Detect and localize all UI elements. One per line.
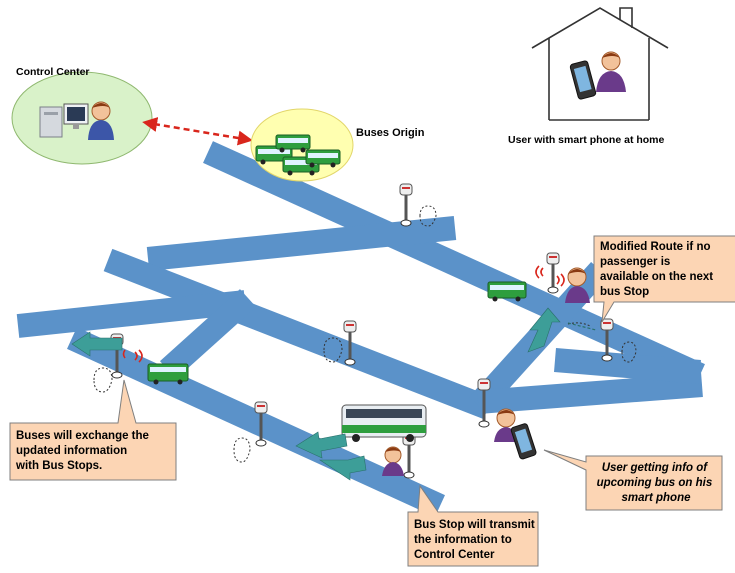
bus-stop-icon	[546, 252, 560, 294]
road-main-diagonal	[203, 141, 705, 386]
bus-icon	[275, 134, 311, 153]
bus-stop-icon	[477, 378, 491, 428]
phone-user-icon	[494, 408, 518, 442]
callout-bus-stop-transmit	[407, 484, 539, 567]
arrow-reroute-icon	[527, 307, 561, 353]
large-bus-icon	[341, 404, 427, 442]
home-user-icon	[596, 51, 626, 92]
bus-stop-icon	[600, 318, 614, 362]
waiting-passenger-icon	[565, 267, 590, 303]
callout-buses-exchange	[9, 379, 177, 481]
buses-origin	[250, 108, 354, 182]
road-long-diagonal	[103, 248, 493, 420]
arrow-left-icon	[295, 431, 348, 459]
bus-icon	[147, 363, 189, 385]
bus-stop-icon	[343, 320, 357, 366]
signal-waves-icon	[122, 265, 565, 363]
empty-passenger-icon	[419, 205, 437, 227]
computer-icon	[39, 103, 89, 138]
empty-passenger-icon	[233, 437, 251, 463]
empty-passenger-icon	[323, 337, 343, 363]
operator-person-icon	[88, 101, 114, 140]
control-center-label: Control Center	[16, 66, 90, 78]
smartphone-icon	[510, 423, 537, 460]
waiting-passenger-icon	[382, 446, 404, 476]
arrow-down-icon	[319, 455, 367, 481]
bus-stop-icon	[254, 401, 268, 447]
control-center	[11, 71, 153, 165]
user-info-text: User getting info of upcoming bus on his…	[597, 462, 716, 504]
callout-modified-route	[593, 235, 735, 323]
bus-icon	[487, 281, 527, 302]
empty-passenger-icon	[621, 341, 637, 363]
road-mid-east	[477, 373, 703, 414]
road-lower-diagonal	[67, 327, 445, 517]
callout-user-info	[543, 449, 723, 511]
bus-icon	[305, 149, 341, 168]
buses-origin-label: Buses Origin	[356, 127, 425, 139]
control-link-arrow	[142, 117, 253, 146]
road-east-inner	[554, 348, 701, 384]
buses-exchange-text: Buses will exchange the updated informat…	[15, 430, 152, 472]
road-left-horizontal	[16, 290, 247, 338]
smartphone-icon	[569, 60, 597, 100]
user-home-label: User with smart phone at home	[508, 134, 665, 146]
road-cross-diagonal	[159, 289, 257, 379]
road-upper-left-branch	[146, 216, 457, 271]
bus-stop-transmit-text: Bus Stop will transmit the information t…	[414, 519, 538, 561]
direction-arrows	[71, 307, 597, 481]
arrow-left-icon	[71, 331, 123, 357]
house-icon	[531, 7, 669, 121]
empty-passenger-icon	[93, 367, 113, 393]
bus-stop-icon	[399, 183, 413, 227]
modified-route-text: Modified Route if no passenger is availa…	[600, 241, 716, 298]
